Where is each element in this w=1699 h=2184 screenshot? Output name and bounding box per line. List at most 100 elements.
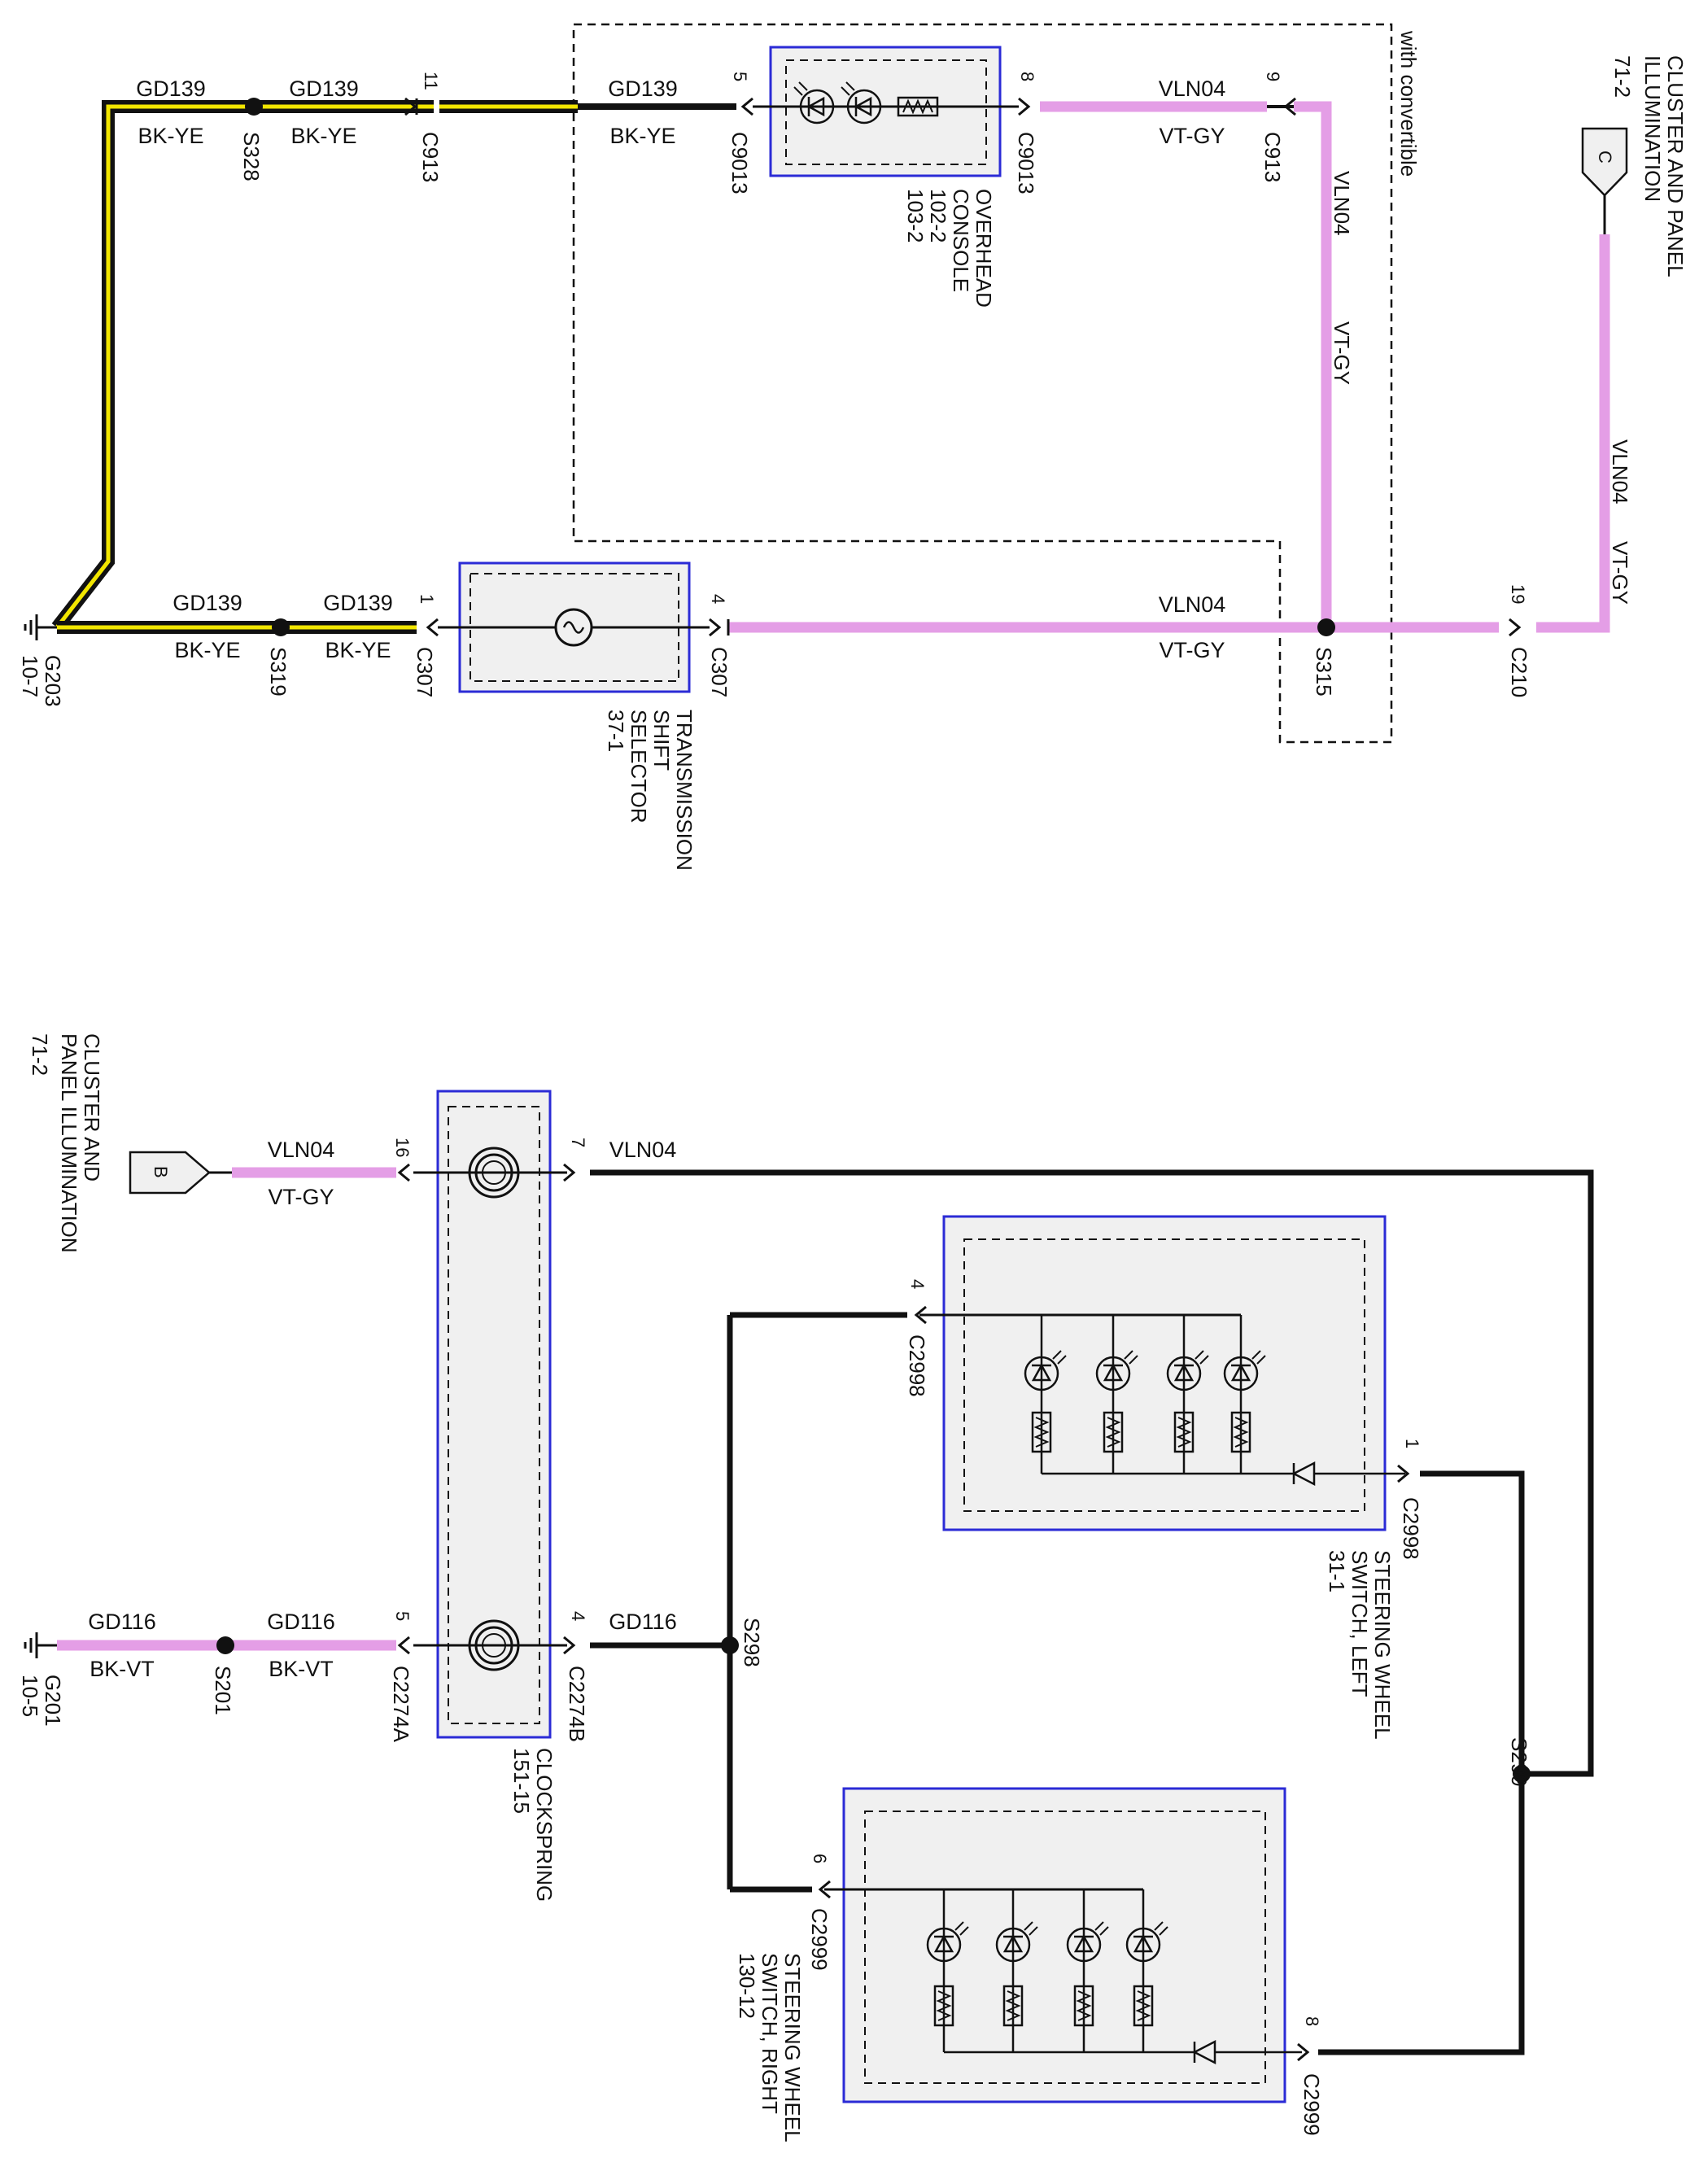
connector-label-c2998: C2998 [905,1334,929,1397]
wire-color-bk-ye: BK-YE [609,124,675,148]
connector-label-c2274b: C2274B [565,1666,589,1742]
connector-label-c2274a: C2274A [389,1666,413,1743]
wire-label-gd139: GD139 [173,591,242,615]
ground-ref-g201: 10-5 [18,1675,42,1717]
steering-switch-left-box [919,1215,1405,1531]
wire-gd116-black [590,1312,907,1893]
component-label-sw-right-2: SWITCH, RIGHT [758,1953,782,2114]
connector-pin7 [563,1163,576,1182]
wire-label-vln04: VLN04 [1159,592,1226,617]
pin-number: 11 [421,72,441,90]
component-label-transmission: TRANSMISSION [672,710,697,871]
pin-number: 6 [810,1854,830,1863]
wire-label-gd116: GD116 [88,1610,156,1634]
wire-label-gd139: GD139 [136,76,206,101]
pin-number: 4 [907,1279,928,1289]
connector-label-c2998: C2998 [1399,1497,1423,1560]
wire-color-bk-ye: BK-YE [290,124,356,148]
component-ref-103-2: 103-2 [903,189,928,243]
wire-color-bk-ye: BK-YE [174,638,240,662]
wire-color-vt-gy: VT-GY [268,1185,334,1209]
connector-c2998-pin1 [1397,1464,1410,1483]
splice-s328 [245,98,263,116]
pin-number: 1 [1402,1439,1422,1448]
component-ref-102-2: 102-2 [926,189,950,243]
ground-label-g203: G203 [41,655,65,707]
cluster-connector-b [129,1151,232,1195]
connector-c913-pin9 [1283,97,1296,116]
connector-c2274a-pin5 [397,1636,410,1655]
connector-c913-pin11 [404,97,418,116]
wire-vln04-top [728,101,1610,633]
convertible-note: with convertible [1396,30,1421,177]
wire-label-gd116: GD116 [609,1610,677,1634]
connector-label-c2999: C2999 [1299,2073,1324,2136]
splice-label-s298: S298 [740,1618,764,1667]
pin-number: 16 [392,1138,413,1157]
component-label-sw-left-2: SWITCH, LEFT [1347,1550,1372,1697]
connector-c9013-pin5 [740,97,753,116]
cluster-connector-c [1581,127,1628,234]
transmission-shift-selector-box [438,561,710,693]
connector-c2274b-pin4 [563,1636,576,1655]
splice-s201 [216,1636,234,1654]
pin-number: 5 [730,72,750,81]
wire-color-bk-ye: BK-YE [138,124,203,148]
pin-number: 9 [1263,72,1283,81]
splice-label-s315: S315 [1312,647,1336,697]
splice-s298 [721,1636,739,1654]
component-label-overhead: OVERHEAD [972,189,996,308]
wire-label-gd116: GD116 [267,1610,335,1634]
pin-number: 1 [417,594,437,604]
splice-s315 [1317,618,1335,636]
connector-label-c9013: C9013 [727,132,752,194]
overhead-console-box [753,46,1019,177]
steering-switch-right-box [824,1787,1302,2103]
connector-c307-pin4 [709,618,730,637]
pin-number: 5 [392,1611,413,1621]
connector-c2998-pin4 [914,1305,927,1325]
cluster-label-line1: CLUSTER AND PANEL [1663,55,1688,277]
connector-c2999-pin8 [1297,2042,1310,2062]
clockspring-box [413,1090,567,1739]
wire-color-bk-ye: BK-YE [325,638,391,662]
connector-label-c210: C210 [1507,647,1531,697]
component-label-sw-right-1: STEERING WHEEL [780,1953,805,2143]
wire-color-vt-gy-vertical: VT-GY [1330,321,1354,385]
connector-label-c2999: C2999 [807,1908,832,1971]
cluster-label-line2: PANEL ILLUMINATION [57,1033,81,1253]
component-ref-130-12: 130-12 [735,1953,759,2019]
wire-label-gd139: GD139 [289,76,359,101]
connector-c9013-pin8 [1018,97,1031,116]
wire-color-bk-vt: BK-VT [269,1657,334,1681]
wire-s299-to-left [1318,1470,1525,2055]
pin-number: 8 [1302,2016,1322,2026]
pin-number: 19 [1508,584,1528,604]
cluster-label-line1: CLUSTER AND [80,1033,104,1182]
component-label-shift: SHIFT [649,710,674,771]
component-ref-151-15: 151-15 [509,1748,534,1814]
component-ref-37-1: 37-1 [604,710,628,752]
splice-s299 [1513,1765,1531,1783]
wire-vln04-to-s299 [590,1169,1594,1777]
connector-c-pin16 [397,1163,410,1182]
wire-label-vln04: VLN04 [609,1138,677,1162]
ground-g201-symbol [24,1632,57,1658]
component-ref-31-1: 31-1 [1325,1550,1349,1592]
wire-label-gd139: GD139 [323,591,393,615]
wire-label-gd139: GD139 [608,76,678,101]
splice-s319 [272,618,290,636]
wire-label-vln04-vertical: VLN04 [1608,439,1632,505]
pin-number: 4 [568,1611,588,1621]
ground-label-g201: G201 [41,1675,65,1727]
convertible-option-outline [572,23,1393,744]
component-label-clockspring: CLOCKSPRING [532,1748,557,1902]
cluster-connector-letter: C [1595,151,1615,164]
connector-c2999-pin6 [818,1880,831,1899]
wire-color-bk-vt: BK-VT [90,1657,155,1681]
connector-label-c9013: C9013 [1014,132,1038,194]
wire-gd139-upper [51,100,736,631]
wire-color-vt-gy-vertical: VT-GY [1608,541,1632,605]
cluster-connector-letter: B [151,1166,171,1178]
